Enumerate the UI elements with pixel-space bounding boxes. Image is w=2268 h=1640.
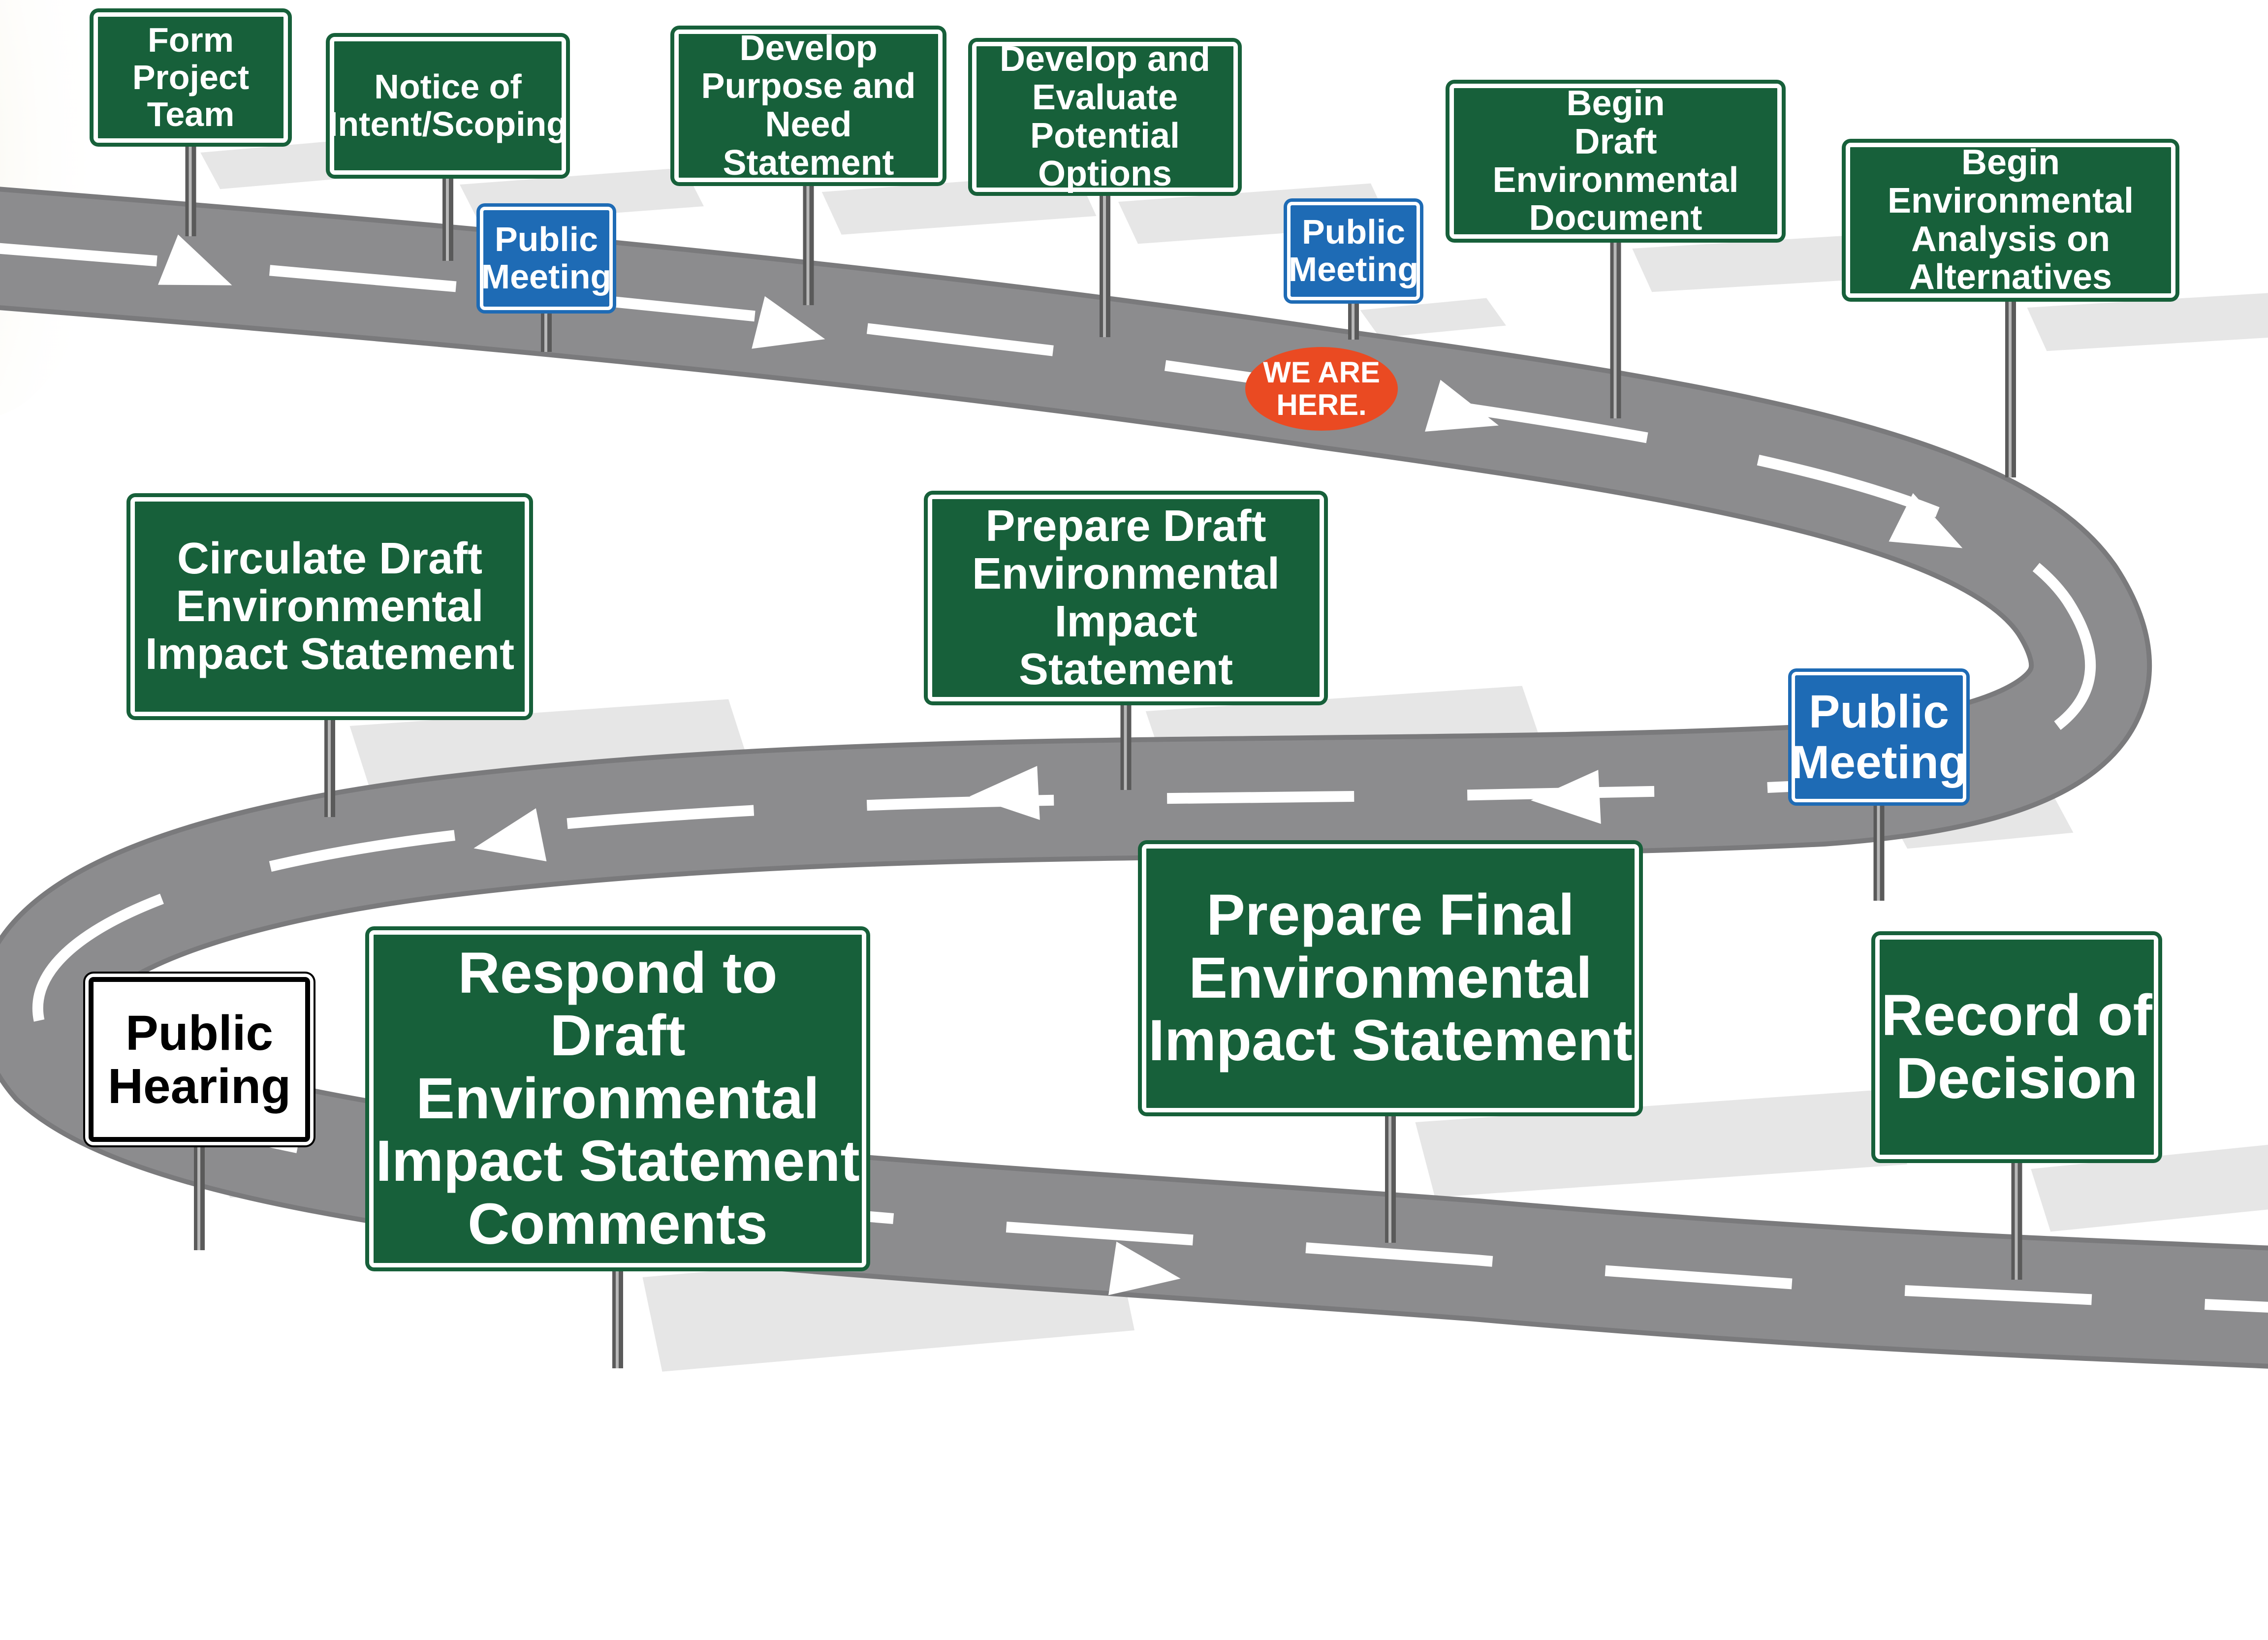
sign-pole-highlight [1103, 187, 1106, 337]
sign-pole-highlight [328, 711, 331, 817]
sign-develop-purpose-and-need: Develop Purpose and Need Statement [674, 29, 943, 182]
road-arrow-7 [473, 808, 547, 862]
sign-prepare-final-eis: Prepare Final Environmental Impact State… [1142, 844, 1639, 1112]
sign-pole-highlight [1352, 295, 1354, 340]
road-arrow-6 [970, 766, 1040, 820]
sign-poles [185, 138, 2022, 1368]
sign-shadow [1360, 298, 1506, 338]
sign-circulate-draft-eis: Circulate Draft Environmental Impact Sta… [130, 497, 529, 716]
road-arrow-5 [1531, 770, 1601, 824]
road-arrow-1 [158, 234, 232, 285]
sign-pole-highlight [806, 177, 810, 305]
sign-pole-highlight [2015, 1154, 2018, 1280]
road-arrow-2 [752, 296, 825, 349]
sign-form-project-team: Form Project Team [94, 12, 288, 143]
sign-pole-highlight [1124, 696, 1127, 790]
sign-shadow [1415, 1089, 1907, 1198]
sign-develop-evaluate-options: Develop and Evaluate Potential Options [972, 40, 1238, 193]
sign-respond-to-comments: Respond to Draft Environmental Impact St… [369, 930, 866, 1267]
sign-pole-highlight [197, 1137, 200, 1250]
road-arrow-4 [1889, 493, 1963, 548]
we-are-here-badge: WE ARE HERE. [1245, 347, 1398, 431]
road-arrow-3 [1425, 379, 1499, 432]
sign-prepare-draft-eis: Prepare Draft Environmental Impact State… [928, 495, 1324, 701]
sign-pole-highlight [446, 170, 449, 261]
sign-public-meeting-1: Public Meeting [480, 207, 613, 310]
sign-begin-env-analysis: Begin Environmental Analysis on Alternat… [1846, 143, 2175, 298]
sign-public-meeting-2: Public Meeting [1287, 202, 1420, 300]
sign-begin-draft-env-document: Begin Draft Environmental Document [1449, 84, 1782, 239]
sign-pole-highlight [1613, 234, 1617, 418]
sign-shadow [2031, 1144, 2268, 1232]
sign-pole-highlight [616, 1262, 619, 1368]
sign-public-hearing: Public Hearing [89, 977, 310, 1142]
sign-pole-highlight [2009, 293, 2012, 477]
sign-pole-highlight [544, 305, 547, 352]
sign-pole-highlight [1877, 797, 1880, 901]
sign-pole-highlight [189, 138, 192, 236]
road-arrow-8 [1108, 1241, 1181, 1295]
road-arrow-9 [1797, 1384, 1870, 1438]
sign-record-of-decision: Record of Decision [1875, 935, 2158, 1159]
sign-public-meeting-3: Public Meeting [1791, 672, 1967, 802]
sign-notice-of-intent-scoping: Notice of Intent/Scoping [328, 37, 567, 175]
sign-pole-highlight [1388, 1107, 1391, 1243]
sign-shadow [2027, 293, 2268, 351]
